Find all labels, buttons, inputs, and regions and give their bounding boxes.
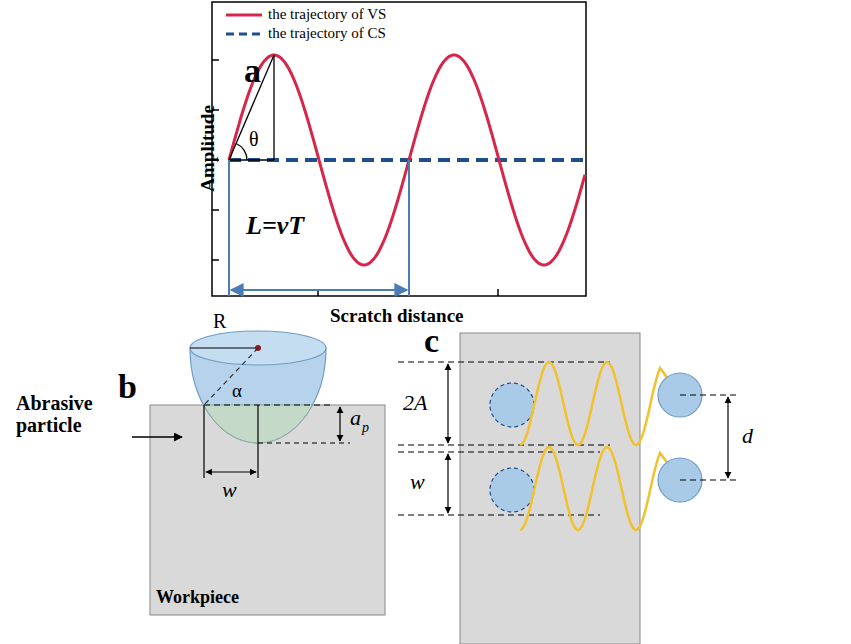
scratch-path xyxy=(520,447,680,530)
workpiece-top-view xyxy=(460,333,640,644)
scratch-path xyxy=(520,362,680,445)
axis-title: Amplitude xyxy=(198,105,219,192)
angle-symbol: α xyxy=(232,381,242,402)
part-label: Abrasive particle xyxy=(16,392,128,436)
start-particle xyxy=(490,468,534,512)
panel-letter: a xyxy=(244,52,261,89)
vs-trajectory xyxy=(229,55,585,265)
start-particle xyxy=(490,383,534,427)
surface-dashed xyxy=(204,404,330,405)
panel-letter: b xyxy=(118,368,137,405)
legend-sample xyxy=(226,14,262,17)
radius-line xyxy=(190,347,258,348)
band-lines xyxy=(398,362,610,515)
band-dimensions xyxy=(447,364,448,513)
dimension-label: w xyxy=(222,478,237,502)
legend-sample xyxy=(226,33,262,36)
legend-samples xyxy=(226,15,262,34)
part-label: Workpiece xyxy=(156,588,239,608)
depth-dimension xyxy=(258,407,350,443)
axis-title: Scratch distance xyxy=(330,306,464,327)
legend-label: the trajectory of CS xyxy=(268,25,386,42)
plot-frame xyxy=(212,2,586,296)
dimension-label: a xyxy=(350,406,361,430)
period-bracket xyxy=(229,160,409,296)
width-dimension xyxy=(204,405,258,478)
workpiece xyxy=(150,405,385,615)
dimension-label: 2A xyxy=(403,391,427,415)
legend-label: the trajectory of VS xyxy=(268,6,386,23)
period-label: L=vT xyxy=(246,212,304,241)
radius-label: R xyxy=(213,310,226,332)
spacing-dimension xyxy=(680,395,740,480)
angle-symbol: θ xyxy=(249,128,259,150)
dimension-label: p xyxy=(362,420,369,435)
dimension-label: w xyxy=(410,470,425,494)
dimension-label: d xyxy=(742,424,753,448)
panel-letter: c xyxy=(424,322,439,359)
radius-dashed xyxy=(204,348,258,405)
pointer-arrow xyxy=(132,436,182,438)
